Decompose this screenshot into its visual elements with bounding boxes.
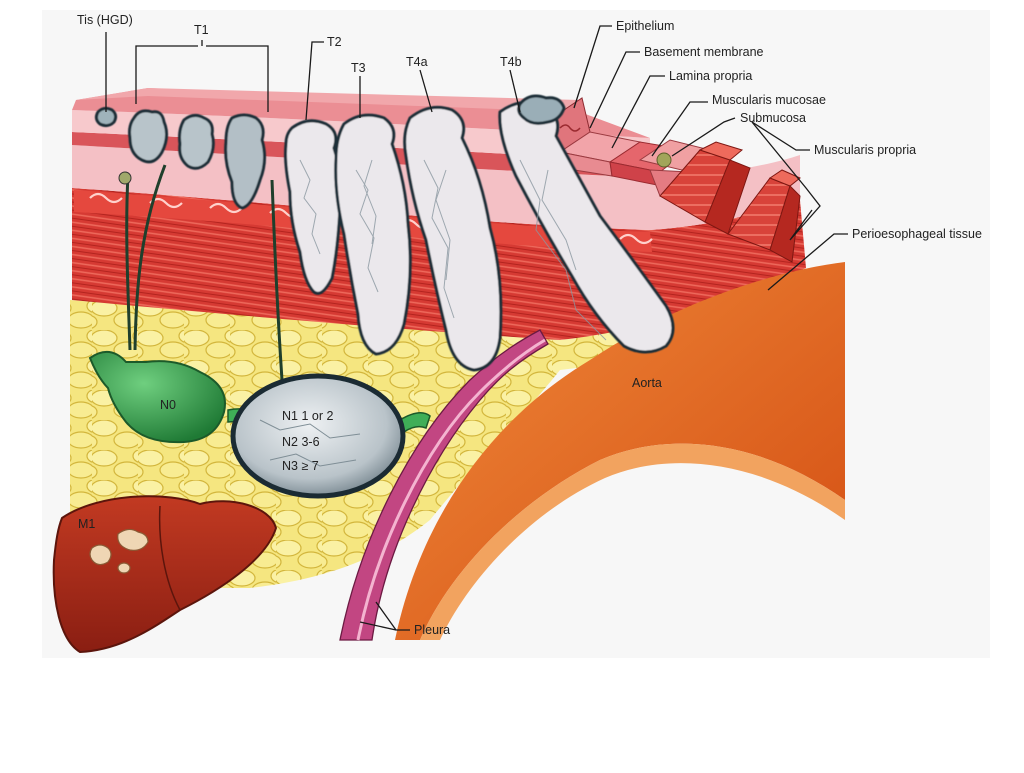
tumor-texture — [299, 159, 607, 341]
label-n0: N0 — [160, 398, 176, 412]
label-n2: N2 3-6 — [282, 435, 320, 449]
liver-metastases — [89, 528, 149, 574]
tumor-t1-c — [224, 113, 267, 210]
liver — [52, 495, 278, 654]
label-aorta: Aorta — [632, 376, 662, 390]
label-n3: N3 ≥ 7 — [282, 459, 319, 473]
pleura — [339, 329, 549, 641]
aorta — [395, 262, 845, 640]
tumor-t4b — [498, 100, 675, 354]
label-muscularis-mucosae: Muscularis mucosae — [712, 93, 826, 107]
label-t2: T2 — [327, 35, 342, 49]
layer-blocks — [551, 97, 801, 263]
aorta-lumen-edge — [420, 443, 845, 640]
pleura-inner-line — [356, 338, 546, 641]
label-t3: T3 — [351, 61, 366, 75]
tumor-t1-a — [128, 109, 169, 164]
label-n1: N1 1 or 2 — [282, 409, 333, 423]
label-submucosa: Submucosa — [740, 111, 806, 125]
label-epithelium: Epithelium — [616, 19, 674, 33]
label-lamina-propria: Lamina propria — [669, 69, 752, 83]
label-t4b: T4b — [500, 55, 522, 69]
tis-lymph-origin — [118, 171, 132, 185]
label-muscularis-propria: Muscularis propria — [814, 143, 916, 157]
lymph-node-n1-n3 — [230, 373, 431, 499]
label-m1: M1 — [78, 517, 95, 531]
label-pleura: Pleura — [414, 623, 450, 637]
tumor-tis — [94, 106, 118, 128]
label-basement-membrane: Basement membrane — [644, 45, 764, 59]
label-tis: Tis (HGD) — [77, 13, 133, 27]
label-t4a: T4a — [406, 55, 428, 69]
pleura-leaders — [359, 601, 410, 631]
tumor-t4b-top — [517, 94, 566, 125]
label-t1: T1 — [194, 23, 209, 37]
layer-leaders — [573, 25, 848, 291]
epithelium-top — [76, 88, 580, 112]
t-stage-leaders — [105, 32, 521, 121]
lymph-vessels — [125, 164, 284, 381]
tumor-t1-b — [178, 113, 215, 170]
tumor-t4a — [403, 105, 503, 372]
tumor-t2 — [284, 119, 343, 295]
label-periesophageal: Perioesophageal tissue — [852, 227, 982, 241]
